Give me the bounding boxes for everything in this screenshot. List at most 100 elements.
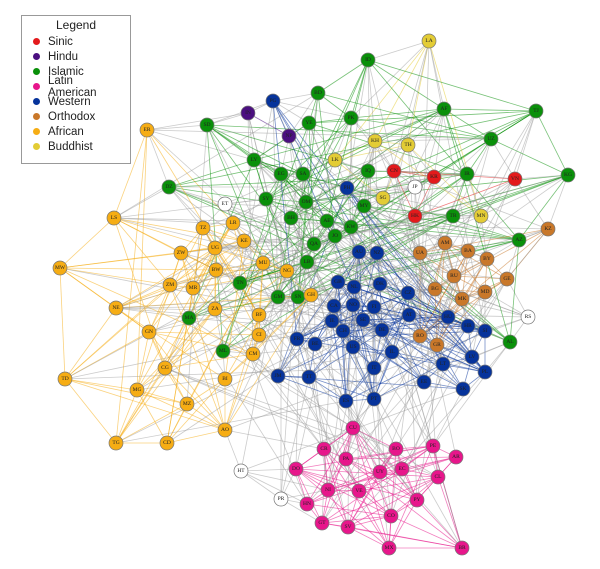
edge xyxy=(272,92,319,102)
edge xyxy=(367,59,375,369)
edge xyxy=(347,371,486,528)
node-pg: PG xyxy=(265,93,281,109)
edge xyxy=(243,240,312,296)
edge xyxy=(280,173,511,343)
edge xyxy=(115,307,529,318)
edge xyxy=(314,178,516,345)
node-tj: TJ xyxy=(528,103,544,119)
node-label: DE xyxy=(378,327,386,333)
node-bg: BG xyxy=(427,281,443,297)
node-label: KR xyxy=(430,174,438,180)
node-label: PL xyxy=(482,369,489,375)
node-circle xyxy=(310,85,326,101)
node-pa: PA xyxy=(338,451,354,467)
node-circle xyxy=(454,291,470,307)
edge xyxy=(164,367,403,470)
edge xyxy=(514,174,569,180)
node-py: PY xyxy=(409,492,425,508)
node-es: ES xyxy=(338,393,354,409)
node-hu: HU xyxy=(440,309,456,325)
node-cu: CU xyxy=(345,420,361,436)
node-circle xyxy=(384,344,400,360)
node-gt: GT xyxy=(314,515,330,531)
node-label: ET xyxy=(222,201,229,207)
node-label: FR xyxy=(294,336,301,342)
edge xyxy=(358,490,390,549)
legend-item-western: Western xyxy=(28,94,124,109)
node-cd: CD xyxy=(159,435,175,451)
node-label: RO xyxy=(416,333,424,339)
legend-dot-icon xyxy=(33,143,40,150)
edge xyxy=(367,40,430,61)
node-label: LA xyxy=(425,38,432,44)
node-gr: GR xyxy=(429,337,445,353)
node-mx: MX xyxy=(381,540,397,556)
edge xyxy=(136,129,148,391)
node-sn: SN xyxy=(290,289,306,305)
node-eg: EG xyxy=(273,166,289,182)
node-cn: CN xyxy=(386,163,402,179)
edge xyxy=(166,262,264,444)
edge xyxy=(186,378,226,405)
edge xyxy=(240,470,308,505)
node-my: MY xyxy=(356,198,372,214)
node-se: SE xyxy=(355,312,371,328)
edge xyxy=(408,110,537,316)
node-label: NG xyxy=(283,268,291,274)
edge xyxy=(258,262,264,336)
node-circle xyxy=(340,519,356,535)
node-label: NL xyxy=(350,284,358,290)
edge xyxy=(148,227,204,333)
edge xyxy=(136,331,150,391)
node-circle xyxy=(446,268,462,284)
node-label: JM xyxy=(274,373,281,379)
node-dk: DK xyxy=(372,276,388,292)
edge xyxy=(164,117,352,369)
node-circle xyxy=(540,221,556,237)
node-sv: SV xyxy=(340,519,356,535)
edge xyxy=(148,331,254,355)
edge xyxy=(305,186,416,203)
node-label: AT xyxy=(406,312,413,318)
node-az: AZ xyxy=(511,232,527,248)
node-label: TD xyxy=(61,376,68,382)
legend-item-orthodox: Orthodox xyxy=(28,109,124,124)
edge xyxy=(164,308,216,369)
node-no: NO xyxy=(345,297,361,313)
edge xyxy=(214,251,360,310)
node-label: EG xyxy=(277,171,284,177)
edge xyxy=(59,217,115,269)
node-pk: PK xyxy=(343,110,359,126)
node-circle xyxy=(366,391,382,407)
node-cl: CL xyxy=(430,469,446,485)
edge xyxy=(113,129,148,219)
node-co: CO xyxy=(383,508,399,524)
node-la: LA xyxy=(421,33,437,49)
edge xyxy=(547,174,569,230)
node-label: AZ xyxy=(515,237,523,243)
node-label: PA xyxy=(343,456,350,462)
node-kw: KW xyxy=(343,219,359,235)
node-label: BW xyxy=(212,267,222,273)
node-circle xyxy=(412,245,428,261)
edge xyxy=(321,291,486,524)
node-fi: FI xyxy=(366,299,382,315)
node-label: CD xyxy=(163,440,171,446)
node-circle xyxy=(429,337,445,353)
node-circle xyxy=(388,441,404,457)
node-in: IN xyxy=(240,105,256,121)
edge xyxy=(115,304,354,309)
edge xyxy=(436,242,446,346)
node-label: TH xyxy=(404,142,411,148)
legend-dot-icon xyxy=(33,38,40,45)
legend-label: Buddhist xyxy=(48,140,93,153)
edge xyxy=(432,388,464,447)
legend-item-buddhist: Buddhist xyxy=(28,139,124,154)
node-label: CN xyxy=(390,168,398,174)
node-label: AL xyxy=(506,339,514,345)
node-kr: KR xyxy=(426,169,442,185)
edge xyxy=(484,291,529,318)
edge xyxy=(258,314,463,549)
node-circle xyxy=(479,251,495,267)
edge xyxy=(306,427,354,505)
